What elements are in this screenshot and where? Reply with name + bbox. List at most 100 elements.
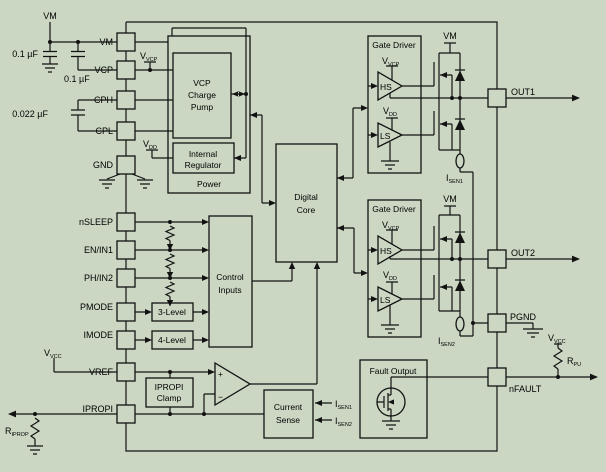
vvcc-right-label: VVCC <box>548 333 566 345</box>
gd2-hs-label: HS <box>380 246 392 256</box>
gate-driver2-label: Gate Driver <box>372 204 416 214</box>
vm-supply-and-caps: VM 0.1 µF 0.1 µF 0.022 µF <box>12 11 117 132</box>
isen1-sense-element <box>455 153 465 169</box>
out1-external <box>506 94 580 102</box>
nfault-external: VVCC RPU <box>506 333 598 381</box>
cap3-label: 0.022 µF <box>12 109 48 119</box>
pin-vref <box>116 362 136 382</box>
gd2-ls-label: LS <box>380 295 391 305</box>
gd2-ls-ground <box>381 305 399 334</box>
isen2-label: ISEN2 <box>438 336 455 348</box>
arrow-left <box>8 410 16 418</box>
vvcp-tap-label: VVCP <box>140 51 158 63</box>
charge-pump-box <box>172 52 232 139</box>
hb2-vm-label: VM <box>443 194 457 204</box>
comparator <box>214 361 252 407</box>
pin-cph <box>116 90 136 110</box>
cap1-label: 0.1 µF <box>12 49 38 59</box>
power-label: Power <box>197 179 221 189</box>
internal-regulator-label-1: Internal <box>189 149 217 159</box>
gate-driver1-box <box>367 35 422 174</box>
isen1-input-label: ISEN1 <box>335 399 352 411</box>
out2-external <box>506 255 580 263</box>
half-bridge-1: VM ISEN1 <box>389 31 488 185</box>
cap2-label: 0.1 µF <box>64 74 90 84</box>
pin-label-pgnd: PGND <box>510 312 537 322</box>
gd2-vvcp-label: VVCP <box>382 220 400 232</box>
pin-label-out1: OUT1 <box>511 87 535 97</box>
fault-output-box <box>359 359 428 439</box>
digital-core-label-2: Core <box>297 205 316 215</box>
vdd-tap-label: VDD <box>143 139 157 151</box>
charge-pump-label-2: Charge <box>188 90 216 100</box>
pin-squares <box>116 32 507 424</box>
current-sense-label-2: Sense <box>276 415 300 425</box>
three-level-label: 3-Level <box>158 307 186 317</box>
gate-driver-2: Gate Driver VVCP HS VDD LS <box>367 199 422 338</box>
pin-vcp <box>116 60 136 80</box>
vm-supply-label: VM <box>43 11 57 21</box>
gate-driver-1: Gate Driver VVCP HS VDD LS <box>367 35 422 174</box>
pin-out1 <box>487 88 507 108</box>
digital-core-section: Digital Core <box>275 105 368 276</box>
charge-pump-label-3: Pump <box>191 102 213 112</box>
pgnd-external <box>506 322 543 338</box>
internal-regulator-label-2: Regulator <box>185 160 222 170</box>
ipropi-clamp-label-1: IPROPI <box>155 382 184 392</box>
pin-label-nfault: nFAULT <box>509 384 542 394</box>
pin-ph-in2 <box>116 268 136 288</box>
rpu-label: RPU <box>567 356 581 368</box>
pin-label-out2: OUT2 <box>511 248 535 258</box>
current-sense-label-1: Current <box>274 402 303 412</box>
pin-label-imode: IMODE <box>83 330 113 340</box>
half-bridge-2: VM ISEN2 <box>389 172 488 348</box>
gnd-pin-grounds <box>99 173 153 189</box>
pin-out2 <box>487 249 507 269</box>
pin-label-en-in1: EN/IN1 <box>84 245 113 255</box>
pin-label-pmode: PMODE <box>80 302 113 312</box>
pin-label-gnd: GND <box>93 160 114 170</box>
isen2-input-label: ISEN2 <box>335 416 352 428</box>
pin-label-ipropi: IPROPI <box>82 404 113 414</box>
gd1-vvcp-label: VVCP <box>382 56 400 68</box>
fault-output-section: Fault Output <box>359 359 488 439</box>
control-inputs-label-2: Inputs <box>218 285 241 295</box>
vvcc-left: VVCC <box>44 348 117 373</box>
digital-core-label-1: Digital <box>294 192 318 202</box>
comparator-minus: − <box>218 392 223 402</box>
control-inputs-section: Control Inputs 3-Level 4-Level <box>135 215 296 350</box>
digital-core-box <box>275 143 338 263</box>
pin-nfault <box>487 367 507 387</box>
gd2-vdd-label: VDD <box>383 270 397 282</box>
pin-gnd <box>116 155 136 175</box>
pin-vm <box>116 32 136 52</box>
pin-ipropi <box>116 404 136 424</box>
pin-pgnd <box>487 313 507 333</box>
gd1-ls-ground <box>381 142 399 170</box>
pin-nsleep <box>116 212 136 232</box>
pin-pmode <box>116 302 136 322</box>
pin-en-in1 <box>116 240 136 260</box>
ipropi-clamp-label-2: Clamp <box>157 393 182 403</box>
gate-driver2-box <box>367 199 422 338</box>
pin-label-nsleep: nSLEEP <box>79 217 113 227</box>
pin-label-ph-in2: PH/IN2 <box>84 273 113 283</box>
comparator-plus: + <box>218 369 223 379</box>
gd1-vdd-label: VDD <box>383 106 397 118</box>
analog-section: IPROPI Clamp + − Current Sense ISEN1 ISE… <box>135 262 352 439</box>
control-inputs-label-1: Control <box>216 272 244 282</box>
chip-outline <box>125 21 498 452</box>
pin-imode <box>116 330 136 350</box>
hb1-vm-label: VM <box>443 31 457 41</box>
ripropi-label: RIPROP <box>5 426 29 438</box>
isen1-label: ISEN1 <box>446 173 463 185</box>
vvcc-left-label: VVCC <box>44 348 62 360</box>
ipropi-external: RIPROP <box>5 410 117 455</box>
fault-output-label: Fault Output <box>370 366 417 376</box>
four-level-label: 4-Level <box>158 335 186 345</box>
power-section: Power VCP Charge Pump Internal Regulator… <box>135 27 276 206</box>
charge-pump-label-1: VCP <box>193 78 211 88</box>
pin-cpl <box>116 121 136 141</box>
ipropi-clamp-box <box>145 377 194 408</box>
